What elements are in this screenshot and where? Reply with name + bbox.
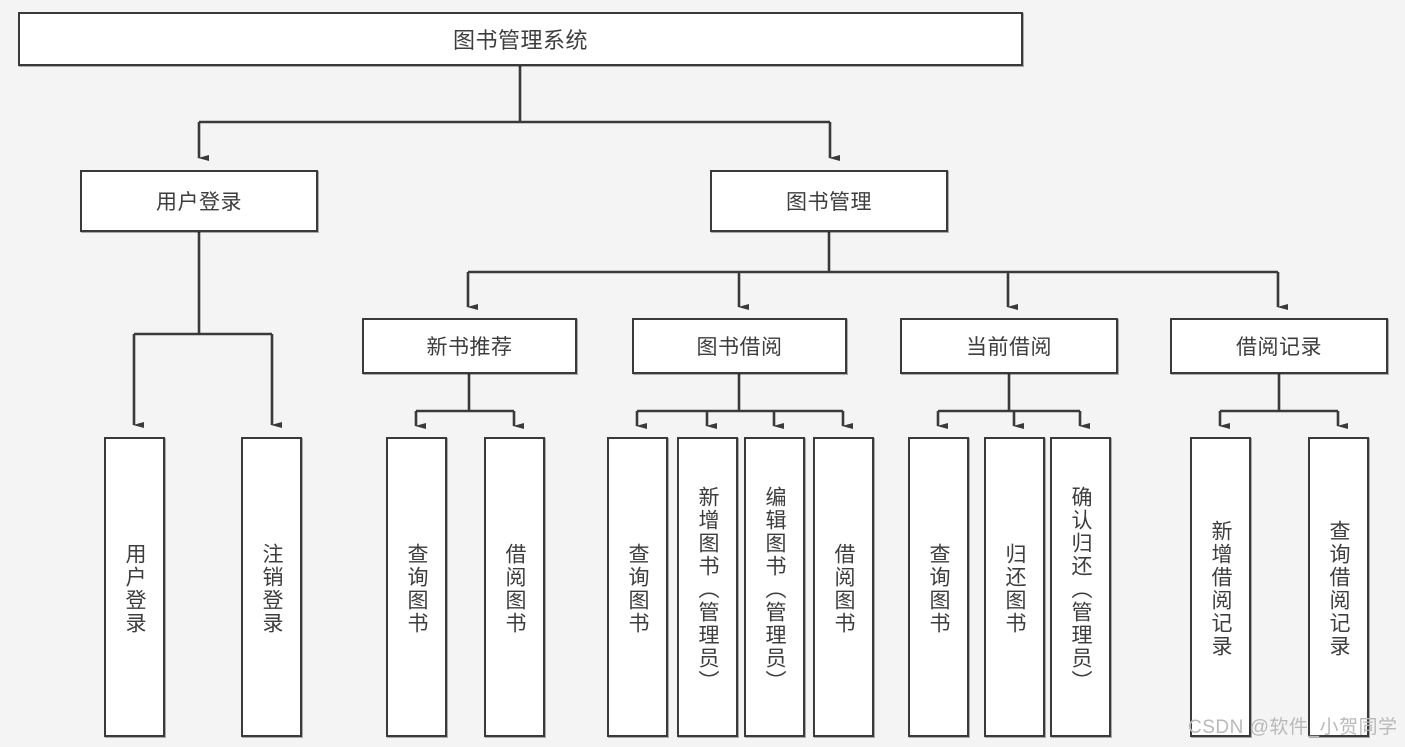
leaf-query-borrow-record[interactable]: 查询借阅记录 <box>1308 437 1369 737</box>
leaf-user-login[interactable]: 用户登录 <box>104 437 165 737</box>
leaf-confirm-return-admin[interactable]: 确认归还（管理员） <box>1050 437 1111 737</box>
leaf-borrow-books[interactable]: 借阅图书 <box>813 437 874 737</box>
leaf-edit-book-admin[interactable]: 编辑图书（管理员） <box>744 437 805 737</box>
leaf-query-books-current[interactable]: 查询图书 <box>908 437 969 737</box>
leaf-add-book-admin[interactable]: 新增图书（管理员） <box>677 437 738 737</box>
csdn-watermark: CSDN @软件_小贺同学 <box>1188 717 1398 738</box>
leaf-logout[interactable]: 注销登录 <box>241 437 302 737</box>
leaf-query-books-borrow[interactable]: 查询图书 <box>607 437 668 737</box>
node-new-book-recommend[interactable]: 新书推荐 <box>362 318 577 374</box>
node-current-borrow[interactable]: 当前借阅 <box>900 318 1118 374</box>
node-root-book-management-system[interactable]: 图书管理系统 <box>18 12 1023 66</box>
node-user-login[interactable]: 用户登录 <box>80 170 318 232</box>
leaf-borrow-books-recommend[interactable]: 借阅图书 <box>484 437 545 737</box>
node-book-borrow[interactable]: 图书借阅 <box>632 318 847 374</box>
leaf-return-books[interactable]: 归还图书 <box>984 437 1045 737</box>
leaf-add-borrow-record[interactable]: 新增借阅记录 <box>1190 437 1251 737</box>
node-book-management[interactable]: 图书管理 <box>710 170 948 232</box>
node-borrow-record[interactable]: 借阅记录 <box>1170 318 1388 374</box>
leaf-query-books-recommend[interactable]: 查询图书 <box>386 437 447 737</box>
